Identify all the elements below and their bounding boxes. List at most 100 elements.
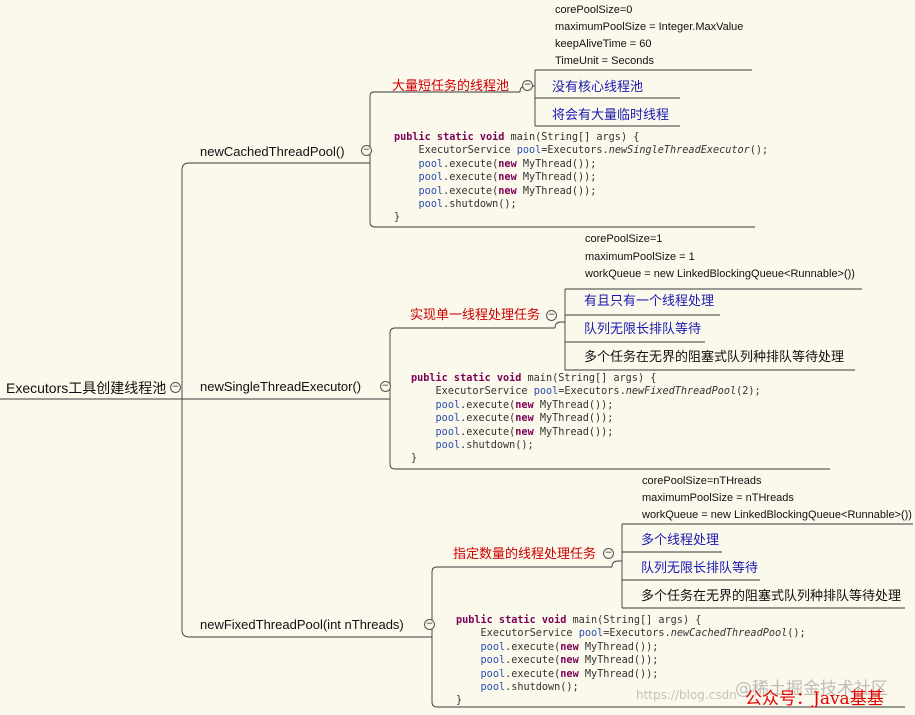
code-text: main(String[] args) { [566, 615, 702, 626]
collapse-icon[interactable]: − [361, 145, 372, 156]
code-variable: pool [418, 172, 444, 184]
code-variable: pool [435, 413, 461, 425]
code-text: .execute( [443, 172, 499, 184]
code-variable: pool [533, 386, 559, 398]
code-text: =Executors. [603, 628, 671, 640]
point-item[interactable]: 多个任务在无界的阻塞式队列种排队等待处理 [641, 588, 902, 603]
point-item[interactable]: 队列无限长排队等待 [584, 321, 702, 336]
code-keyword: new [560, 641, 579, 653]
code-text: (); [749, 145, 769, 157]
code-variable: pool [578, 628, 604, 640]
watermark-account: 公众号：Java基基 [745, 689, 884, 709]
code-text: .shutdown(); [443, 199, 517, 211]
param-item[interactable]: corePoolSize=0 [555, 4, 633, 16]
param-item[interactable]: keepAliveTime = 60 [555, 38, 652, 50]
code-text: .execute( [505, 641, 561, 653]
code-keyword: new [498, 185, 517, 197]
param-item[interactable]: workQueue = new LinkedBlockingQueue<Runn… [585, 268, 855, 280]
code-variable: pool [435, 426, 461, 438]
param-item[interactable]: maximumPoolSize = 1 [585, 251, 695, 263]
collapse-icon[interactable]: − [424, 619, 435, 630]
code-text: } [456, 695, 463, 707]
point-item[interactable]: 有且只有一个线程处理 [584, 293, 715, 308]
collapse-icon[interactable]: − [546, 310, 557, 321]
code-block-fixed: public static void main(String[] args) {… [456, 614, 806, 708]
code-variable: pool [480, 655, 506, 667]
code-text: } [394, 212, 401, 224]
param-item[interactable]: workQueue = new LinkedBlockingQueue<Runn… [642, 509, 912, 521]
code-keyword: new [560, 655, 579, 667]
point-item[interactable]: 多个任务在无界的阻塞式队列种排队等待处理 [584, 349, 845, 364]
branch-method-cached[interactable]: newCachedThreadPool() [200, 144, 345, 159]
code-keyword: public static void [456, 615, 567, 626]
collapse-icon[interactable]: − [170, 382, 181, 393]
branch-method-fixed[interactable]: newFixedThreadPool(int nThreads) [200, 617, 404, 632]
code-text: main(String[] args) { [521, 373, 657, 384]
code-variable: pool [418, 158, 444, 170]
code-keyword: public static void [394, 132, 505, 143]
code-block-cached: public static void main(String[] args) {… [394, 131, 768, 225]
code-keyword: new [515, 426, 534, 438]
collapse-icon[interactable]: − [380, 381, 391, 392]
param-item[interactable]: corePoolSize=1 [585, 233, 663, 245]
code-text: MyThread()); [516, 185, 597, 197]
code-variable: pool [516, 145, 542, 157]
code-block-single: public static void main(String[] args) {… [411, 372, 761, 466]
code-factory: newSingleThreadExecutor [608, 145, 750, 157]
code-keyword: public static void [411, 373, 522, 384]
code-keyword: new [515, 413, 534, 425]
code-factory: newFixedThreadPool [625, 386, 737, 398]
param-item[interactable]: TimeUnit = Seconds [555, 55, 654, 67]
code-text: ExecutorService [435, 386, 534, 398]
code-text: } [411, 453, 418, 465]
code-text: .execute( [505, 655, 561, 667]
code-text: .execute( [460, 426, 516, 438]
branch-summary-single[interactable]: 实现单一线程处理任务 [410, 307, 541, 322]
code-variable: pool [480, 668, 506, 680]
code-keyword: new [498, 172, 517, 184]
code-text: MyThread()); [533, 399, 614, 411]
code-text: MyThread()); [516, 158, 597, 170]
code-text: (); [787, 628, 806, 640]
point-item[interactable]: 没有核心线程池 [552, 79, 644, 94]
code-keyword: new [498, 158, 517, 170]
collapse-icon[interactable]: − [603, 548, 614, 559]
code-variable: pool [435, 440, 461, 452]
code-text: ExecutorService [418, 145, 517, 157]
code-factory: newCachedThreadPool [670, 628, 788, 640]
code-variable: pool [418, 185, 444, 197]
point-item[interactable]: 多个线程处理 [641, 532, 720, 547]
watermark-url: https://blog.csdn [636, 688, 737, 702]
code-text: ExecutorService [480, 628, 579, 640]
code-text: .execute( [460, 399, 516, 411]
branch-method-single[interactable]: newSingleThreadExecutor() [200, 379, 362, 394]
code-text: (2); [736, 386, 761, 398]
code-text: MyThread()); [578, 655, 659, 667]
code-text: MyThread()); [533, 413, 614, 425]
code-text: .execute( [460, 413, 516, 425]
code-variable: pool [435, 399, 461, 411]
code-keyword: new [515, 399, 534, 411]
code-variable: pool [480, 641, 506, 653]
code-text: .execute( [443, 185, 499, 197]
param-item[interactable]: maximumPoolSize = Integer.MaxValue [555, 21, 744, 33]
collapse-icon[interactable]: − [522, 80, 533, 91]
param-item[interactable]: maximumPoolSize = nTHreads [642, 492, 794, 504]
point-item[interactable]: 队列无限长排队等待 [641, 560, 759, 575]
code-text: MyThread()); [578, 668, 659, 680]
param-item[interactable]: corePoolSize=nTHreads [642, 475, 762, 487]
code-text: .execute( [505, 668, 561, 680]
code-text: .shutdown(); [505, 682, 579, 694]
root-topic[interactable]: Executors工具创建线程池 [6, 380, 167, 396]
branch-summary-fixed[interactable]: 指定数量的线程处理任务 [453, 546, 597, 561]
code-text: =Executors. [541, 145, 609, 157]
code-text: .execute( [443, 158, 499, 170]
code-text: .shutdown(); [460, 440, 534, 452]
code-text: main(String[] args) { [504, 132, 640, 143]
code-keyword: new [560, 668, 579, 680]
code-variable: pool [480, 682, 506, 694]
branch-summary-cached[interactable]: 大量短任务的线程池 [392, 78, 510, 93]
point-item[interactable]: 将会有大量临时线程 [552, 107, 670, 122]
